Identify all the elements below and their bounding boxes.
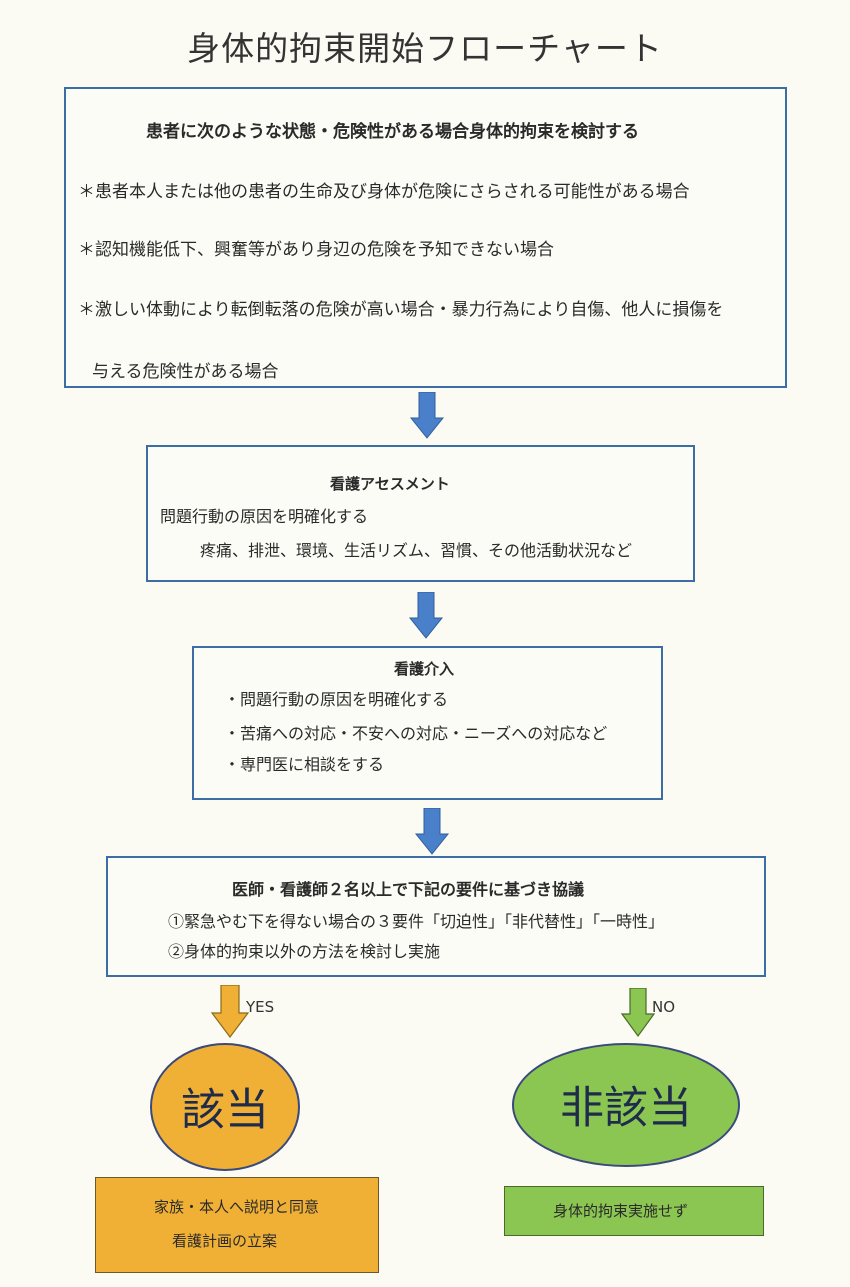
assessment-line: 疼痛、排泄、環境、生活リズム、習慣、その他活動状況など (200, 541, 633, 560)
intervention-box: 看護介入 ・問題行動の原因を明確化する ・苦痛への対応・不安への対応・ニーズへの… (192, 646, 663, 800)
intervention-item: ・専門医に相談をする (224, 755, 385, 774)
consent-line: 家族・本人へ説明と同意 (154, 1198, 320, 1216)
criteria-item: ＊認知機能低下、興奮等があり身辺の危険を予知できない場合 (78, 240, 554, 260)
page-title: 身体的拘束開始フローチャート (187, 29, 663, 68)
criteria-item: ＊激しい体動により転倒転落の危険が高い場合・暴力行為により自傷、他人に損傷を (78, 300, 724, 320)
yes-arrow-icon (211, 985, 249, 1038)
criteria-item: ＊患者本人または他の患者の生命及び身体が危険にさらされる可能性がある場合 (78, 182, 690, 202)
not-applicable-text: 非該当 (560, 1082, 692, 1134)
applicable-oval: 該当 (150, 1043, 300, 1171)
no-label: NO (652, 998, 676, 1016)
intervention-item: ・苦痛への対応・不安への対応・ニーズへの対応など (224, 724, 608, 743)
assessment-box: 看護アセスメント 問題行動の原因を明確化する 疼痛、排泄、環境、生活リズム、習慣… (146, 445, 695, 582)
consent-plan-box: 家族・本人へ説明と同意 看護計画の立案 (95, 1177, 379, 1273)
assessment-heading: 看護アセスメント (330, 475, 450, 493)
no-arrow-icon (620, 988, 656, 1038)
consultation-item: ①緊急やむ下を得ない場合の３要件「切迫性」「非代替性」「一時性」 (168, 912, 665, 931)
criteria-heading: 患者に次のような状態・危険性がある場合身体的拘束を検討する (146, 122, 639, 142)
down-arrow-icon (409, 392, 445, 439)
yes-label: YES (246, 998, 275, 1016)
criteria-box: 患者に次のような状態・危険性がある場合身体的拘束を検討する ＊患者本人または他の… (64, 87, 787, 388)
down-arrow-icon (414, 808, 450, 855)
no-restraint-box: 身体的拘束実施せず (504, 1186, 764, 1236)
plan-line: 看護計画の立案 (172, 1232, 278, 1250)
not-applicable-oval: 非該当 (512, 1043, 740, 1167)
intervention-heading: 看護介入 (394, 660, 455, 678)
no-restraint-text: 身体的拘束実施せず (553, 1202, 689, 1220)
applicable-text: 該当 (181, 1084, 269, 1136)
criteria-item: 与える危険性がある場合 (92, 362, 279, 382)
assessment-line: 問題行動の原因を明確化する (160, 507, 369, 526)
intervention-item: ・問題行動の原因を明確化する (224, 690, 449, 709)
consultation-item: ②身体的拘束以外の方法を検討し実施 (168, 942, 441, 961)
consultation-box: 医師・看護師２名以上で下記の要件に基づき協議 ①緊急やむ下を得ない場合の３要件「… (106, 856, 766, 977)
down-arrow-icon (408, 592, 444, 639)
consultation-heading: 医師・看護師２名以上で下記の要件に基づき協議 (232, 880, 585, 899)
